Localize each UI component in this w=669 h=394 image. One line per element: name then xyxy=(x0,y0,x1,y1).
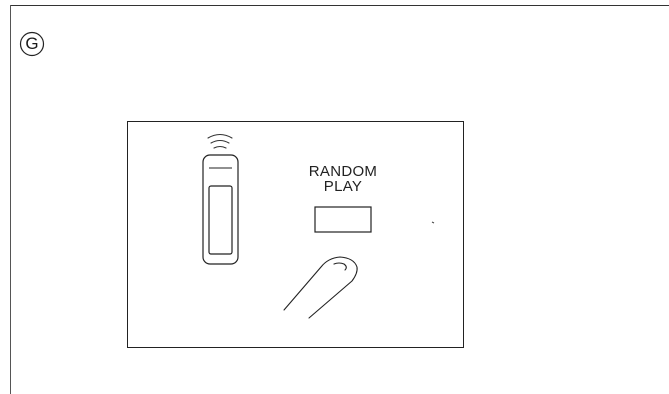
finger-press-icon xyxy=(284,257,357,318)
random-play-label: RANDOM PLAY xyxy=(288,164,398,194)
signal-waves-icon xyxy=(208,135,232,149)
remote-control-icon xyxy=(203,155,238,264)
button-label-line1: RANDOM xyxy=(288,164,398,179)
button-icon xyxy=(315,207,371,232)
button-label-line2: PLAY xyxy=(288,179,398,194)
